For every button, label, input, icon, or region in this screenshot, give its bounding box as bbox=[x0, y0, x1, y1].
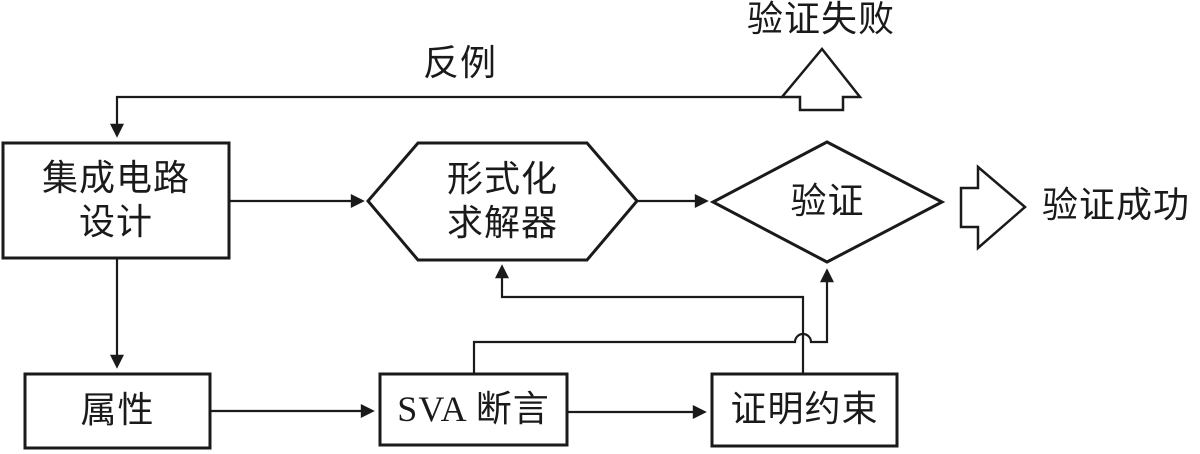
edge-counterexample-feedback bbox=[110, 95, 782, 138]
counterexample-edge-label: 反例 bbox=[422, 43, 497, 84]
edge-sva-to-verification bbox=[472, 268, 834, 374]
design-node-label: 集成电路 设计 bbox=[41, 157, 190, 242]
property-box bbox=[23, 372, 212, 450]
verification-node-label: 验证 bbox=[790, 181, 865, 222]
verify-success-label: 验证成功 bbox=[1041, 185, 1190, 226]
verify-fail-label: 验证失败 bbox=[746, 0, 895, 40]
verification-diamond bbox=[709, 140, 946, 264]
proof-constraint-node-label: 证明约束 bbox=[730, 389, 879, 430]
design-box bbox=[1, 141, 231, 260]
sva-assertion-node-label: SVA 断言 bbox=[397, 388, 550, 429]
verify-fail-block-arrow-up-icon bbox=[779, 47, 863, 112]
property-node-label: 属性 bbox=[80, 390, 155, 431]
formal-solver-node-label: 形式化 求解器 bbox=[446, 158, 558, 243]
proof-constraint-box bbox=[710, 372, 899, 448]
verify-success-block-arrow-right-icon bbox=[959, 164, 1027, 251]
formal-solver-hexagon bbox=[366, 141, 639, 262]
edge-constraint-to-solver bbox=[495, 264, 805, 374]
